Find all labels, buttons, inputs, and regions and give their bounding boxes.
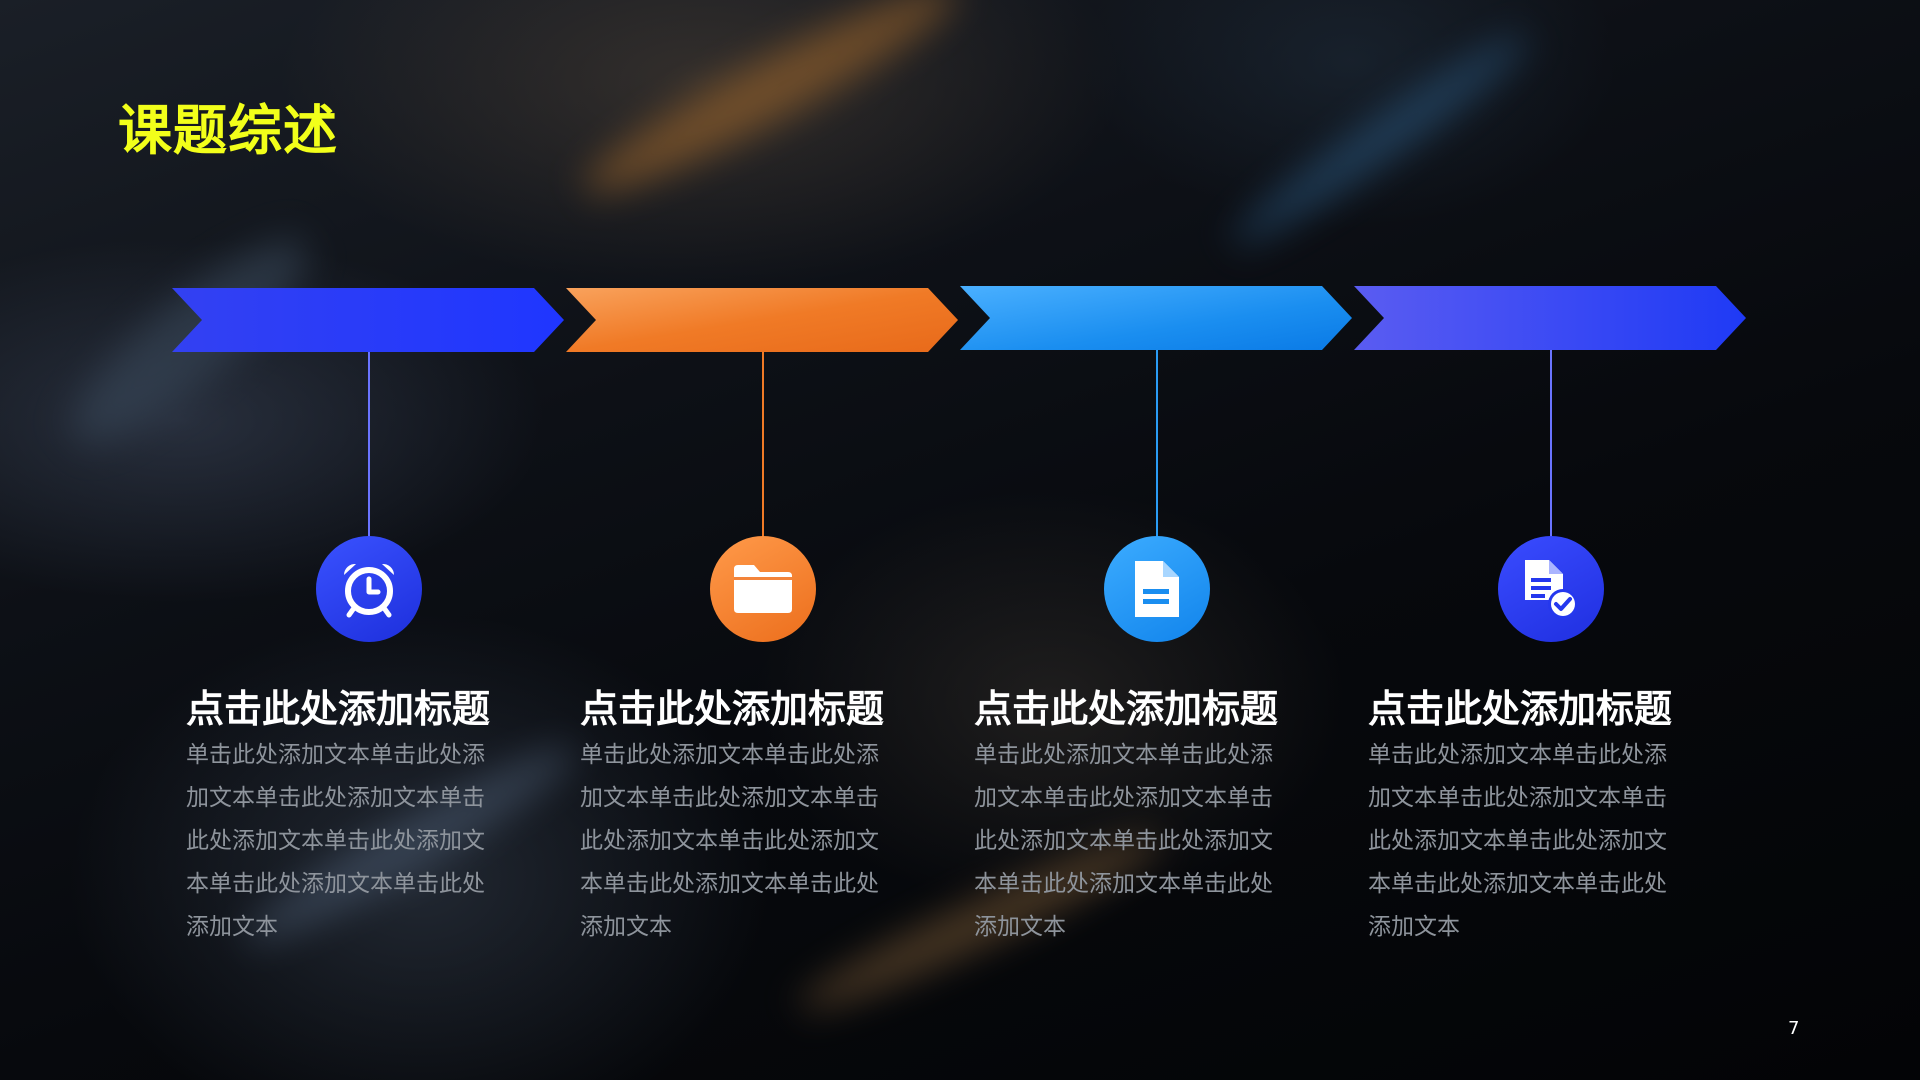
step-2-body: 单击此处添加文本单击此处添加文本单击此处添加文本单击此处添加文本单击此处添加文本… — [580, 742, 879, 940]
arrow-banner-1 — [172, 288, 564, 352]
alarm-clock-icon — [343, 563, 395, 618]
slide-title: 课题综述 — [118, 99, 338, 162]
step-4-icon-circle — [1498, 536, 1604, 642]
document-icon — [1135, 561, 1179, 617]
arrow-banner-4 — [1354, 286, 1746, 350]
step-4-heading: 点击此处添加标题 — [1368, 687, 1673, 731]
step-1-heading: 点击此处添加标题 — [186, 687, 491, 731]
step-1-icon-circle — [316, 536, 422, 642]
step-3-heading: 点击此处添加标题 — [974, 687, 1279, 731]
step-2-heading: 点击此处添加标题 — [580, 687, 885, 731]
step-3-icon-circle — [1104, 536, 1210, 642]
arrow-banner-3 — [960, 286, 1352, 350]
page-number: 7 — [1788, 1018, 1800, 1039]
folder-icon — [734, 565, 792, 613]
document-check-icon — [1525, 560, 1578, 619]
arrow-banner-2 — [566, 288, 958, 352]
background-streak — [570, 0, 970, 216]
step-3-body: 单击此处添加文本单击此处添加文本单击此处添加文本单击此处添加文本单击此处添加文本… — [974, 742, 1273, 940]
background-streak — [1221, 20, 1539, 260]
connector-line-4 — [1550, 350, 1552, 538]
step-4-body: 单击此处添加文本单击此处添加文本单击此处添加文本单击此处添加文本单击此处添加文本… — [1368, 742, 1667, 940]
connector-line-2 — [762, 352, 764, 538]
step-2-icon-circle — [710, 536, 816, 642]
step-1-body: 单击此处添加文本单击此处添加文本单击此处添加文本单击此处添加文本单击此处添加文本… — [186, 742, 485, 940]
connector-line-1 — [368, 352, 370, 538]
connector-line-3 — [1156, 350, 1158, 538]
